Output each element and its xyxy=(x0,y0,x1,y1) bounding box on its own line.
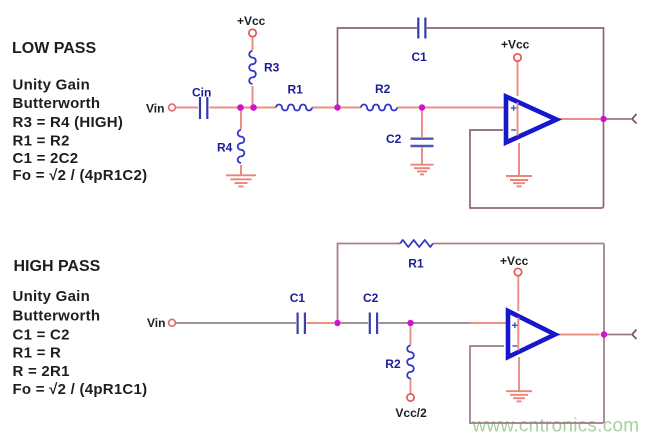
svg-text:R1 = R2: R1 = R2 xyxy=(13,132,70,149)
svg-text:+Vcc: +Vcc xyxy=(237,14,266,28)
svg-text:Vcc/2: Vcc/2 xyxy=(395,406,427,420)
svg-text:LOW PASS: LOW PASS xyxy=(12,40,96,57)
svg-text:Butterworth: Butterworth xyxy=(13,95,101,112)
svg-text:R1: R1 xyxy=(288,83,304,97)
svg-text:R2: R2 xyxy=(375,82,391,96)
svg-text:C1 = 2C2: C1 = 2C2 xyxy=(13,150,79,167)
svg-text:Vin: Vin xyxy=(146,102,164,116)
svg-text:R1 = R: R1 = R xyxy=(13,345,62,362)
svg-text:Vin: Vin xyxy=(147,316,165,330)
svg-text:R3 = R4 (HIGH): R3 = R4 (HIGH) xyxy=(13,114,124,131)
svg-text:+Vcc: +Vcc xyxy=(501,38,530,52)
svg-text:Fo = √2 / (4pR1C1): Fo = √2 / (4pR1C1) xyxy=(13,381,148,398)
svg-text:C2: C2 xyxy=(363,291,379,305)
svg-text:C1: C1 xyxy=(290,291,306,305)
svg-text:R = 2R1: R = 2R1 xyxy=(13,363,70,380)
svg-text:Unity Gain: Unity Gain xyxy=(13,288,91,305)
svg-text:R3: R3 xyxy=(264,61,280,75)
svg-text:R1: R1 xyxy=(408,257,424,271)
svg-text:C1: C1 xyxy=(412,50,428,64)
svg-text:Cin: Cin xyxy=(192,86,211,100)
svg-text:Fo = √2 / (4pR1C2): Fo = √2 / (4pR1C2) xyxy=(13,167,148,184)
svg-text:HIGH PASS: HIGH PASS xyxy=(14,258,101,275)
svg-text:R2: R2 xyxy=(385,357,401,371)
svg-text:Unity Gain: Unity Gain xyxy=(13,76,91,93)
svg-text:www.cntronics.com: www.cntronics.com xyxy=(472,416,640,437)
svg-text:C2: C2 xyxy=(386,132,402,146)
svg-text:R4: R4 xyxy=(217,141,233,155)
svg-text:+Vcc: +Vcc xyxy=(500,254,529,268)
svg-text:C1 = C2: C1 = C2 xyxy=(13,326,70,343)
svg-text:Butterworth: Butterworth xyxy=(13,307,101,324)
